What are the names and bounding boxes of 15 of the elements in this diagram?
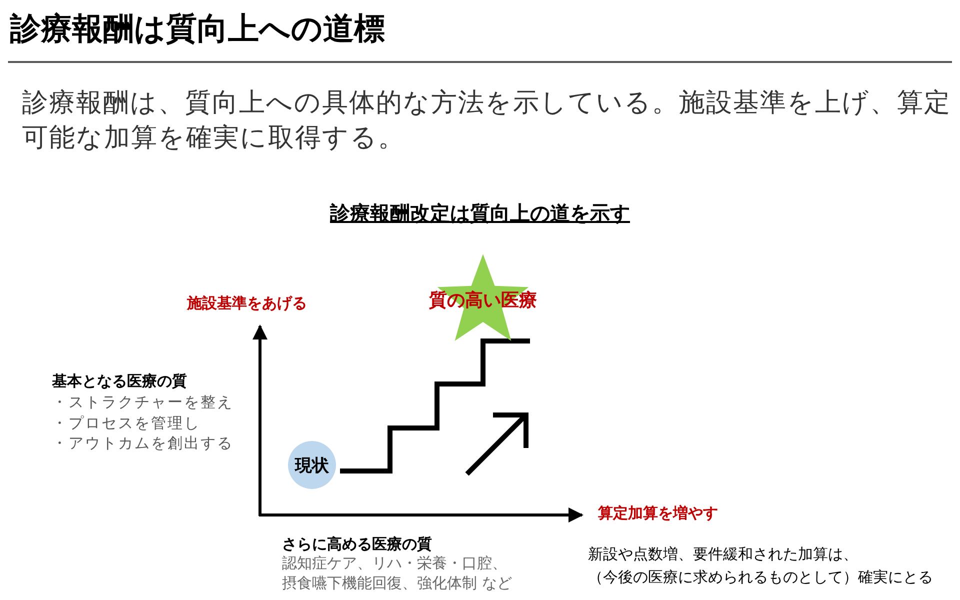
note-text: （今後の医療に求められるものとして）確実にとる [588, 568, 933, 587]
note-text: 新設や点数増、要件緩和された加算は、 [588, 545, 858, 564]
section-heading: 基本となる医療の質 [52, 372, 187, 391]
bullet-item: ・アウトカムを創出する [52, 434, 234, 453]
node-label: 現状 [294, 455, 330, 477]
bullet-item: ・ストラクチャーを整え [52, 393, 234, 412]
page-title: 診療報酬は質向上への道標 [10, 10, 385, 49]
status-circle [288, 441, 336, 489]
intro-paragraph: 診療報酬は、質向上への具体的な方法を示している。施設基準を上げ、算定可能な加算を確実に取得する。 [22, 87, 952, 156]
section-heading: さらに高める医療の質 [282, 535, 432, 554]
example-list: 認知症ケア、リハ・栄養・口腔、摂食嚥下機能回復、強化体制 など [282, 554, 518, 593]
bullet-item: ・プロセスを管理し [52, 414, 200, 433]
chart-heading: 診療報酬改定は質向上の道を示す [330, 200, 630, 227]
axis-label: 算定加算を増やす [598, 504, 718, 523]
axis-label: 施設基準をあげる [187, 294, 307, 313]
